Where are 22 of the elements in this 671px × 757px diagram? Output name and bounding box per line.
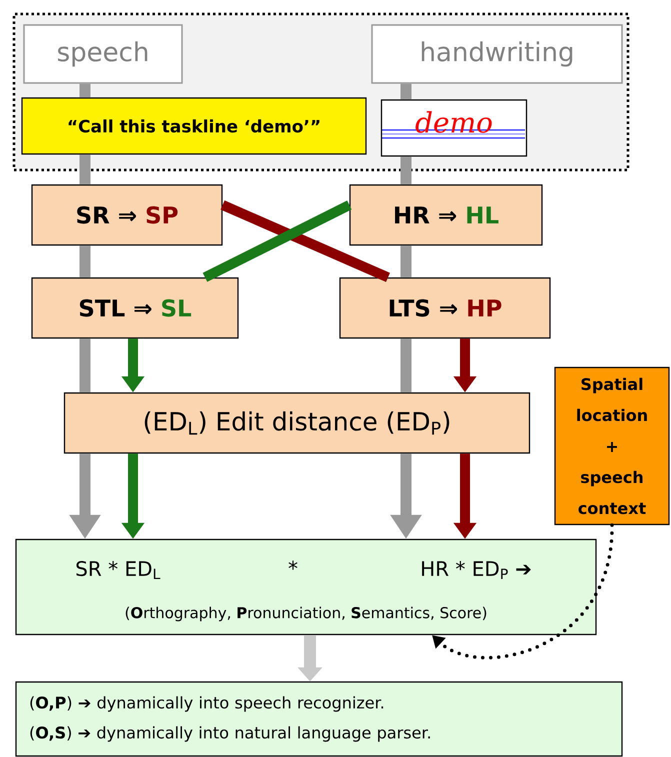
utterance-box: “Call this taskline ‘demo’” xyxy=(21,97,367,155)
handwriting-sample: demo xyxy=(380,99,528,157)
result-box: SR * ED$_{L}$ * HR * ED$_{P}$ ➔ (Orthography, Pronunciation, Semantics, Score) xyxy=(15,538,597,636)
connector xyxy=(220,200,390,282)
connector xyxy=(400,84,412,100)
connector xyxy=(202,200,352,282)
label-box: handwriting xyxy=(371,24,623,84)
connector xyxy=(80,84,90,98)
process-box: STL ⇒ SL xyxy=(31,277,239,339)
output-box: (O,P) ➔ dynamically into speech recognizer. (O,S) ➔ dynamically into natural language parser. xyxy=(15,681,623,757)
connector xyxy=(80,246,90,278)
process-box: (ED$_{L}$) Edit distance (ED$_{P}$) xyxy=(64,392,530,454)
process-box: SR ⇒ SP xyxy=(31,184,223,246)
connector xyxy=(400,246,412,278)
connector xyxy=(80,154,90,184)
connector xyxy=(400,338,412,392)
connector xyxy=(400,156,412,184)
process-box: LTS ⇒ HP xyxy=(339,277,551,339)
process-box: HR ⇒ HL xyxy=(349,184,543,246)
connector xyxy=(80,338,90,392)
context-box: Spatial location + speech context xyxy=(554,366,670,526)
label-box: speech xyxy=(23,24,183,84)
